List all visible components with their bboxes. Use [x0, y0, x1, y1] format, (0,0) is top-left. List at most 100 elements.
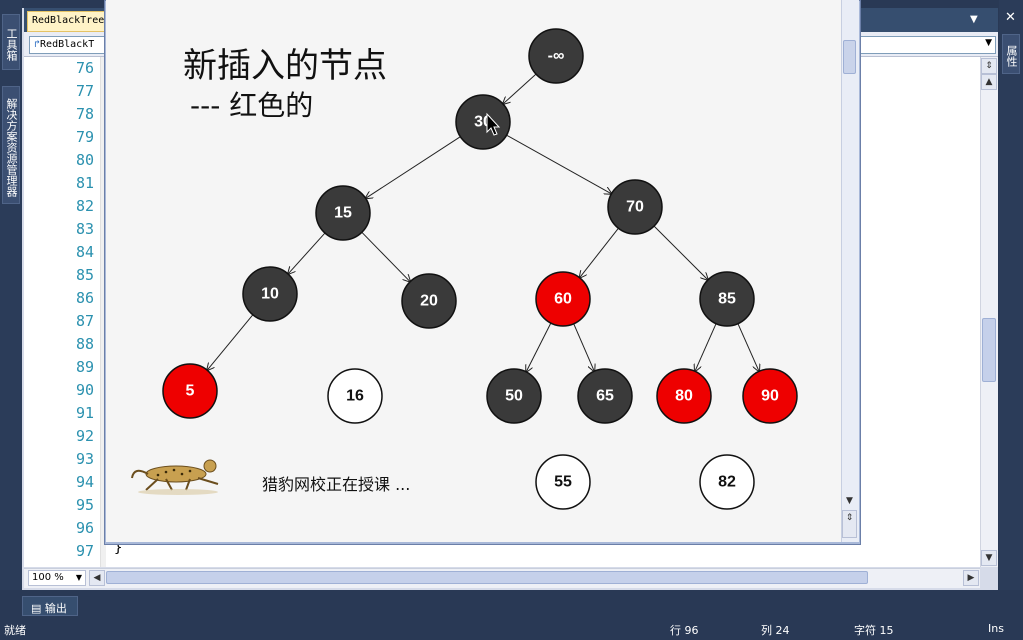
tree-node-label: -∞	[548, 48, 565, 65]
tree-edge-n60-n65	[573, 323, 595, 371]
tree-node-circle	[742, 368, 798, 424]
line-number: 86	[75, 289, 94, 307]
document-tab[interactable]: RedBlackTree	[27, 11, 107, 32]
output-tab[interactable]: ▤ 输出	[22, 596, 78, 616]
solution-explorer-tab[interactable]: 解决方案资源管理器	[2, 86, 20, 204]
tree-node-n90: 90	[742, 368, 798, 424]
tree-node-n55: 55	[535, 454, 591, 510]
output-tab-label: 输出	[44, 602, 67, 615]
tree-node-label: 16	[346, 388, 364, 405]
line-number: 89	[75, 358, 94, 376]
tree-node-n70: 70	[607, 179, 663, 235]
slide-scrollbar[interactable]	[841, 0, 859, 542]
line-number: 97	[75, 542, 94, 560]
line-number: 87	[75, 312, 94, 330]
tree-edge-n15-n10	[288, 232, 326, 274]
tree-node-label: 70	[626, 199, 644, 216]
mouse-cursor-icon	[486, 112, 501, 136]
line-number: 81	[75, 174, 94, 192]
page-nav-icon[interactable]: ⇕	[842, 510, 857, 538]
line-number: 83	[75, 220, 94, 238]
line-number: 77	[75, 82, 94, 100]
scroll-up-icon[interactable]: ▲	[981, 74, 997, 90]
line-number: 91	[75, 404, 94, 422]
slide-scroll-thumb[interactable]	[843, 40, 856, 74]
line-number-gutter: 76 77 78 79 80 81 82 83 84 85 86 87 88 8…	[24, 57, 100, 567]
line-number: 84	[75, 243, 94, 261]
editor-vertical-scrollbar[interactable]	[980, 57, 998, 567]
tree-node-n85: 85	[699, 271, 755, 327]
slide-title: 新插入的节点	[183, 46, 387, 86]
status-ready: 就绪	[4, 624, 26, 637]
tree-node-ninf: -∞	[528, 28, 584, 84]
tree-node-circle	[607, 179, 663, 235]
status-col: 列 24	[761, 624, 790, 637]
tree-node-circle	[535, 454, 591, 510]
chevron-down-icon: ▼	[75, 573, 82, 582]
close-icon[interactable]: ✕	[1005, 10, 1016, 25]
scroll-right-icon[interactable]: ▶	[963, 570, 979, 586]
tree-node-n82: 82	[699, 454, 755, 510]
zoom-value: 100 %	[32, 572, 64, 583]
toolbox-tab[interactable]: 工具箱	[2, 14, 20, 70]
type-navigation-combo[interactable]: ↱RedBlackT	[29, 36, 107, 54]
tree-edge-n30-n70	[506, 134, 612, 194]
tree-node-n50: 50	[486, 368, 542, 424]
tree-node-circle	[528, 28, 584, 84]
tree-edge-n70-n60	[580, 227, 619, 277]
tree-node-label: 50	[505, 388, 523, 405]
line-number: 94	[75, 473, 94, 491]
member-navigation-combo[interactable]: ▼	[858, 36, 996, 54]
right-tool-strip: 属性	[999, 0, 1023, 590]
selection-margin	[100, 57, 106, 567]
zoom-combo[interactable]: 100 % ▼	[28, 570, 86, 586]
caption-text: 猎豹网校正在授课 ...	[262, 475, 411, 494]
line-number: 76	[75, 59, 94, 77]
tree-node-label: 5	[186, 383, 195, 400]
properties-tab[interactable]: 属性	[1002, 34, 1020, 74]
scroll-down-icon[interactable]: ▼	[981, 550, 997, 566]
tree-node-circle	[699, 454, 755, 510]
tree-node-circle	[162, 363, 218, 419]
tree-node-label: 85	[718, 291, 736, 308]
line-number: 85	[75, 266, 94, 284]
tree-node-label: 60	[554, 291, 572, 308]
tree-node-circle	[656, 368, 712, 424]
tree-edge-n10-n5	[207, 314, 254, 370]
tree-node-label: 55	[554, 474, 572, 491]
tree-node-label: 82	[718, 474, 736, 491]
tree-edge-n85-n90	[737, 323, 759, 372]
tree-node-circle	[486, 368, 542, 424]
status-row: 行 96	[670, 624, 699, 637]
tree-node-label: 65	[596, 388, 614, 405]
line-number: 90	[75, 381, 94, 399]
slide-subtitle: --- 红色的	[190, 89, 314, 122]
tree-edge-n85-n80	[695, 323, 717, 372]
tree-node-label: 15	[334, 205, 352, 222]
tree-node-label: 20	[420, 293, 438, 310]
code-line-97: }	[114, 540, 123, 556]
tree-node-n30: 30	[455, 94, 511, 150]
output-icon: ▤	[31, 602, 45, 615]
status-mode: Ins	[988, 622, 1004, 635]
scroll-left-icon[interactable]: ◀	[89, 570, 105, 586]
tree-node-circle	[401, 273, 457, 329]
tree-node-label: 10	[261, 286, 279, 303]
tree-node-n65: 65	[577, 368, 633, 424]
tree-node-n10: 10	[242, 266, 298, 322]
tree-node-circle	[535, 271, 591, 327]
tree-node-label: 90	[761, 388, 779, 405]
editor-horizontal-scroll-thumb[interactable]	[106, 571, 868, 584]
tree-node-n5: 5	[162, 363, 218, 419]
tree-node-circle	[327, 368, 383, 424]
line-number: 82	[75, 197, 94, 215]
editor-vertical-scroll-thumb[interactable]	[982, 318, 996, 382]
split-icon[interactable]: ⇕	[981, 58, 997, 74]
nav-arrow-icon: ↱	[34, 39, 41, 50]
tree-edge-n30-n15	[366, 136, 461, 199]
line-number: 96	[75, 519, 94, 537]
scroll-down-icon[interactable]: ▼	[846, 496, 853, 506]
tree-node-n20: 20	[401, 273, 457, 329]
tree-edge-n60-n50	[526, 322, 552, 372]
tab-dropdown-icon[interactable]: ▼	[970, 14, 978, 25]
